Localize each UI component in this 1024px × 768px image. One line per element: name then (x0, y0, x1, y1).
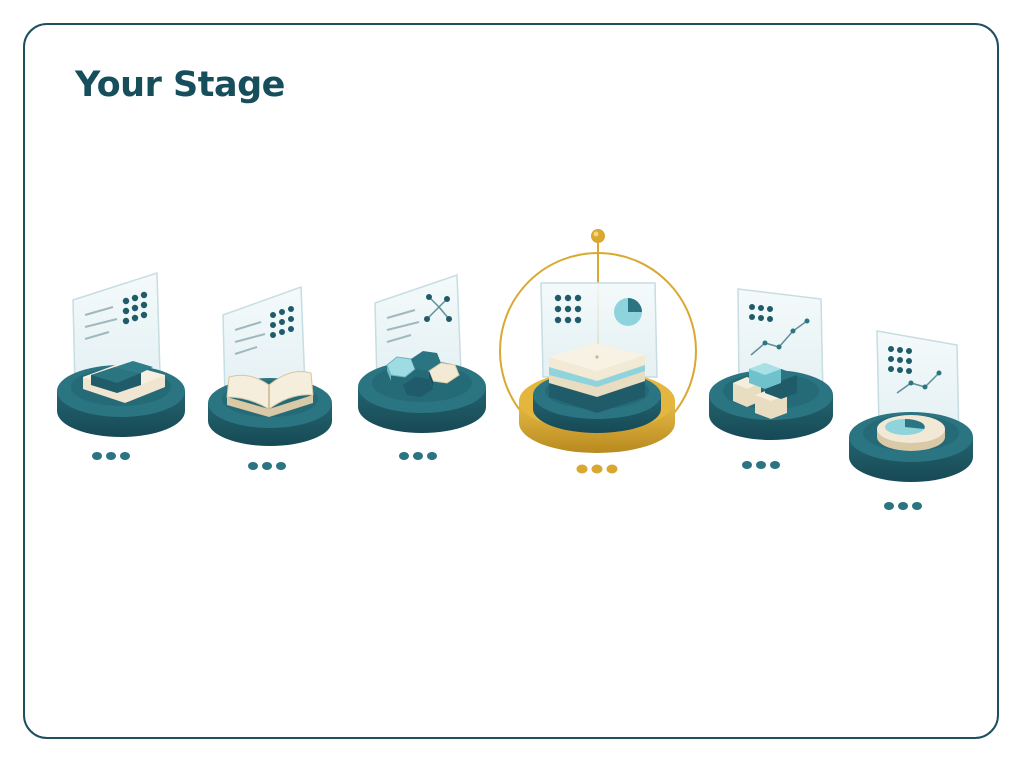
stage-track (57, 229, 973, 510)
stage-2-progress-dots (248, 462, 286, 470)
stage-2[interactable] (208, 285, 332, 470)
stage-1[interactable] (57, 271, 185, 460)
stage-1-progress-dots (92, 452, 130, 460)
stage-6-panel (876, 330, 960, 440)
stage-5-progress-dots (742, 461, 780, 469)
stage-3[interactable] (358, 273, 486, 460)
stage-5[interactable] (709, 288, 833, 469)
stage-3-pedestal (358, 361, 486, 433)
open-book-icon (226, 371, 314, 417)
stage-6[interactable] (849, 330, 973, 510)
stage-4[interactable] (499, 229, 697, 474)
blocks-icon (83, 361, 165, 403)
hexagons-icon (386, 351, 460, 397)
pie-chart-icon (877, 415, 945, 451)
stage-4-progress-dots (576, 464, 618, 474)
stacked-cubes-icon (733, 363, 797, 419)
page-title: Your Stage (75, 65, 285, 105)
stage-3-progress-dots (399, 452, 437, 460)
stage-card: Your Stage (23, 23, 999, 739)
layered-tile-icon (549, 343, 645, 413)
stage-6-progress-dots (884, 502, 922, 510)
